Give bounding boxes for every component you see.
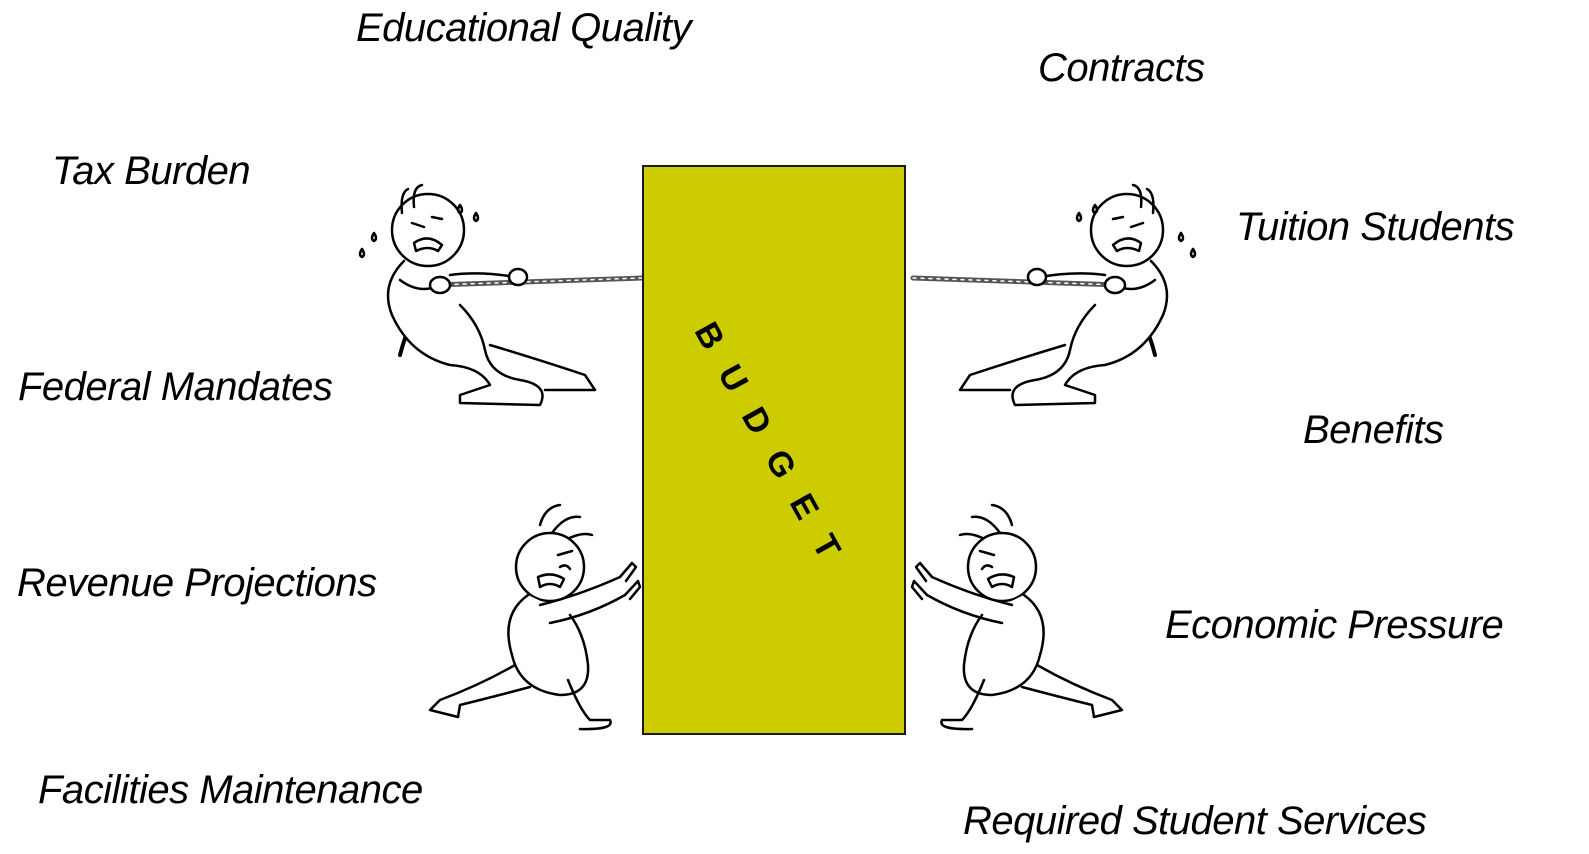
pressure-required-student-services: Required Student Services [963, 799, 1427, 843]
rope-puller-left-icon [358, 183, 645, 407]
pressure-tax-burden: Tax Burden [52, 149, 251, 193]
pressure-revenue-projections: Revenue Projections [17, 561, 377, 605]
pressure-benefits: Benefits [1303, 408, 1444, 452]
pressure-contracts: Contracts [1038, 46, 1205, 90]
pressure-federal-mandates: Federal Mandates [18, 365, 333, 409]
pressure-facilities-maintenance: Facilities Maintenance [38, 768, 423, 812]
rope-puller-right-icon [910, 183, 1197, 407]
pressure-educational-quality: Educational Quality [356, 6, 692, 50]
pusher-right-icon [910, 503, 1124, 731]
pressure-economic-pressure: Economic Pressure [1165, 603, 1504, 647]
budget-box [642, 165, 906, 735]
pusher-left-icon [428, 503, 642, 731]
pressure-tuition-students: Tuition Students [1236, 205, 1515, 249]
